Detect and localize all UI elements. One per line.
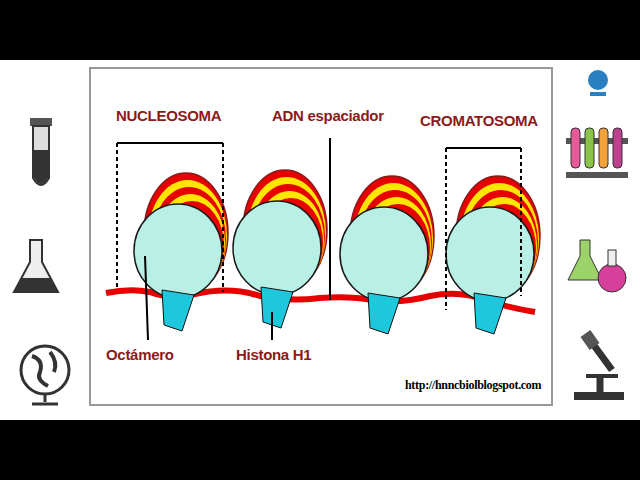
- octamer-label: Octámero: [106, 346, 174, 363]
- chromatosome-label: CROMATOSOMA: [420, 112, 538, 129]
- nucleosome: [233, 170, 327, 328]
- spacer-leader: [329, 138, 331, 300]
- octamer-leader: [145, 256, 148, 340]
- octamer: [134, 204, 222, 298]
- nucleosome: [446, 176, 540, 334]
- bottom-bar: [0, 420, 640, 480]
- octamer: [340, 207, 428, 301]
- h1-label: Histona H1: [236, 346, 311, 363]
- nucleosome-label: NUCLEOSOMA: [116, 107, 221, 124]
- nucleosome: [340, 176, 434, 334]
- test-tubes-icon: [566, 128, 628, 178]
- octamer: [233, 201, 321, 295]
- globe-icon: [21, 346, 69, 404]
- logo-icon: [588, 70, 608, 96]
- flask-icon: [14, 240, 58, 292]
- histone-h1: [162, 290, 194, 331]
- histone-h1: [261, 287, 293, 328]
- brackets: [117, 138, 521, 340]
- url-watermark: http://hnncbiolblogspot.com: [405, 378, 541, 393]
- histone-h1: [474, 293, 506, 334]
- h1-leader: [271, 312, 273, 340]
- top-bar: [0, 0, 640, 60]
- flasks-icon: [568, 240, 626, 292]
- nucleosome: [134, 173, 228, 331]
- panel: [90, 68, 552, 405]
- test-tube-icon: [30, 118, 52, 185]
- histone-h1: [368, 293, 400, 334]
- microscope-icon: [574, 330, 624, 400]
- spacer-label: ADN espaciador: [272, 107, 384, 124]
